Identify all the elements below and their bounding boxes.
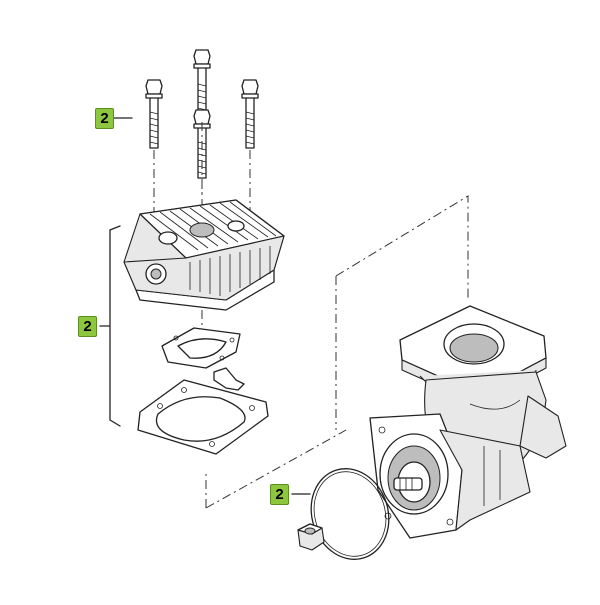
- callout-bracket: [99, 225, 121, 427]
- small-gasket: [161, 327, 241, 369]
- callout-badge-head-assembly: 2: [78, 316, 97, 337]
- callout-badge-bolts: 2: [95, 108, 114, 129]
- valve-plate-gasket: [137, 367, 269, 455]
- assembly-outline: [205, 195, 469, 509]
- compressor-crankcase: [369, 305, 567, 539]
- cylinder-head: [123, 199, 285, 311]
- bolt-left: [145, 79, 163, 149]
- callout-badge-o-ring: 2: [270, 484, 289, 505]
- hex-nut: [297, 523, 325, 551]
- bolt-right: [241, 79, 259, 149]
